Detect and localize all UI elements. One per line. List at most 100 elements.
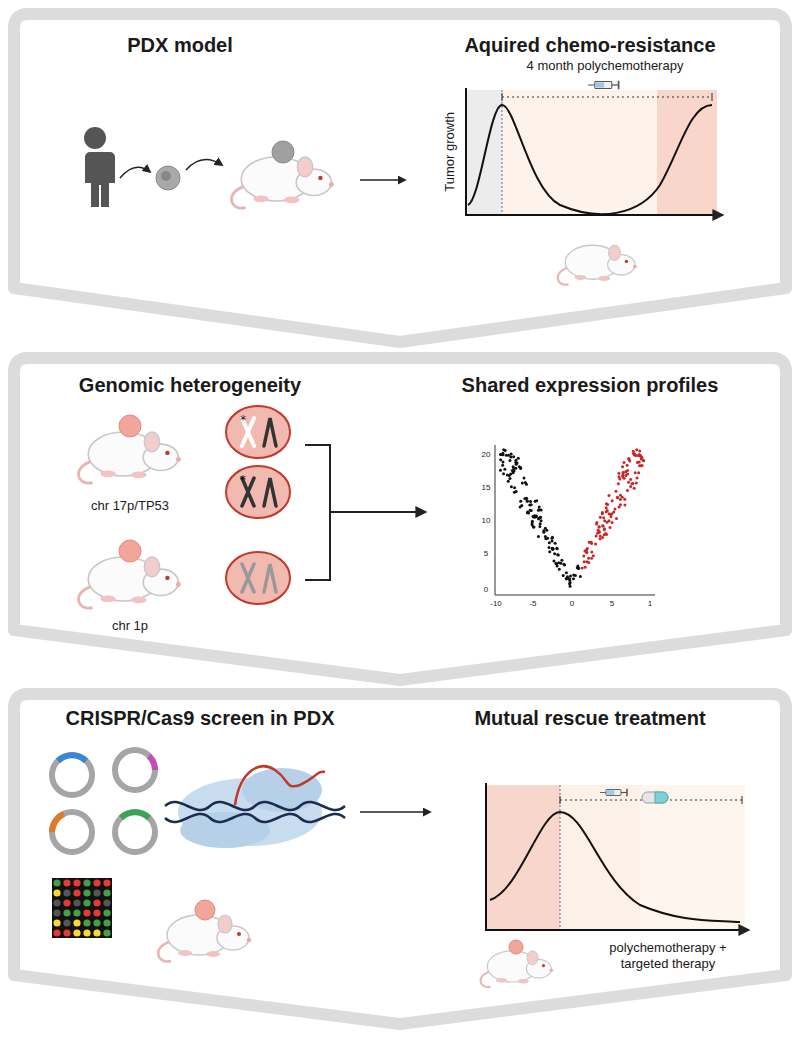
data-point [510,453,513,456]
data-point [579,575,582,578]
array-spot [103,919,110,926]
array-spot [93,909,100,916]
data-point [503,468,506,471]
annotation: polychemotherapy + targeted therapy [593,940,743,971]
data-point [544,527,547,530]
data-point [608,526,611,529]
data-point [599,516,602,519]
treated-mouse [558,245,637,285]
data-point [502,461,505,464]
axis-tick-label: -5 [529,599,536,609]
annotation: chr 17p/TP53 [91,498,169,514]
data-point [605,502,608,505]
data-point [521,482,524,485]
data-point [562,574,565,577]
data-point [556,547,559,550]
merge-bracket [305,445,330,580]
data-point [601,524,604,527]
data-point [526,499,529,502]
array-spot [93,889,100,896]
array-spot [83,879,90,886]
data-point [619,503,622,506]
data-point [511,469,514,472]
data-point [507,454,510,457]
data-point [551,539,554,542]
data-point [523,476,526,479]
data-point [525,483,528,486]
data-point [598,525,601,528]
array-spot [63,879,70,886]
data-point [594,542,597,545]
rescue-chart [485,929,748,931]
array-spot [93,929,100,936]
step-panel: CRISPR/Cas9 screen in PDXMutual rescue t… [8,688,792,1030]
data-point [585,549,588,552]
transfer-arrows [186,160,222,170]
data-point [623,477,626,480]
data-point [602,516,605,519]
data-point [523,497,526,500]
data-point [499,469,502,472]
tumor-cells [226,552,290,604]
data-point [513,486,516,489]
data-point [507,480,510,483]
rescue-chart [490,812,740,922]
data-point [551,547,554,550]
axis-tick-label: 5 [484,549,488,559]
resistance-chart [465,81,722,216]
mouse-17p [119,415,141,437]
data-point [603,519,606,522]
annotation: chr 1p [112,618,148,634]
resistance-chart [502,93,503,101]
axis-tick-label: 0 [570,599,574,609]
panel-outline [14,694,786,1024]
data-point [599,537,602,540]
rescue-chart [742,796,743,804]
data-point [532,515,535,518]
data-point [623,461,626,464]
data-point [637,471,640,474]
patient-cell [156,166,180,190]
data-point [508,477,511,480]
data-point [615,517,618,520]
resistance-chart [657,90,717,215]
mouse-17p [79,432,181,483]
merge-bracket [305,445,425,580]
data-point [562,563,565,566]
array-spot [63,889,70,896]
panel-heading: Mutual rescue treatment [474,706,705,730]
array-spot [73,929,80,936]
rescue-chart [642,792,668,803]
microarray [52,878,112,938]
array-spot [63,899,70,906]
data-point [557,553,560,556]
data-point [502,448,505,451]
data-point [632,450,635,453]
volcano-plot [499,448,645,587]
data-point [555,547,558,550]
data-point [626,472,629,475]
rescue-chart [642,792,668,803]
microarray [52,878,112,938]
array-spot [83,899,90,906]
array-spot [103,909,110,916]
data-point [623,498,626,501]
panel-outline [8,688,792,1030]
data-point [623,503,626,506]
data-point [630,482,633,485]
data-point [515,490,518,493]
pdx-mouse [232,157,334,208]
data-point [526,500,529,503]
data-point [517,457,520,460]
mouse-1p [79,540,181,608]
rescue-chart [655,792,668,803]
data-point [582,555,585,558]
array-spot [93,919,100,926]
data-point [537,535,540,538]
array-spot [93,899,100,906]
data-point [614,490,617,493]
array-spot [53,929,60,936]
data-point [534,500,537,503]
data-point [551,536,554,539]
